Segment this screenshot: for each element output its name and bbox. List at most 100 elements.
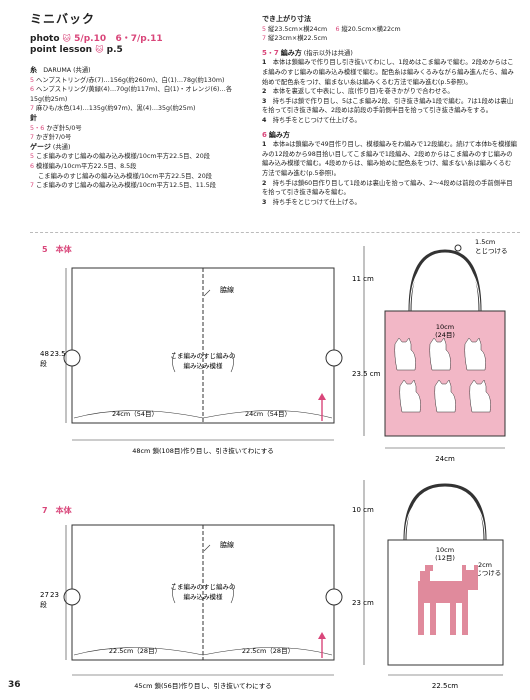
- diagram5-height-outer: 48: [40, 350, 49, 358]
- needle-heading: 針: [30, 113, 37, 122]
- bag5-attach-mark: [454, 244, 462, 252]
- step-num: 3: [262, 198, 267, 206]
- step-num: 4: [262, 116, 267, 124]
- arrow-up-icon: [318, 393, 326, 400]
- step-text: 持ち手をとじつけて仕上げる。: [272, 198, 361, 206]
- step-text: 本体aは鎖編みで49目作り目し、模様編みをわ編みで12段編む。続けて本体bを模様…: [262, 141, 517, 177]
- size-num: 5: [262, 25, 267, 33]
- method-6-heading: 編み方: [268, 130, 290, 139]
- step-num: 1: [262, 141, 267, 149]
- cat-icon: [429, 337, 451, 371]
- step-num: 2: [262, 88, 267, 96]
- bag5-body-height: 23.5 cm: [352, 370, 381, 378]
- bag5-attach-note-1: 1.5cm: [475, 238, 495, 246]
- bag7-handle-inner: [404, 491, 486, 541]
- cat-icon: [430, 603, 436, 635]
- diagram5-pattern-text: こま編みのすじ編みの: [171, 351, 236, 360]
- diagram7-svg: 脇線 こま編みのすじ編みの 編み込み模様 27 23 段 22.5cm（28目）…: [40, 524, 343, 690]
- bag5-handle-width: 10cm: [436, 323, 454, 331]
- bag7-attach-note-2: とじつける: [469, 569, 502, 577]
- lesson-reference: point lesson 🐱 p.5: [30, 45, 123, 55]
- yarn-line-num: 6: [30, 86, 35, 94]
- yarn-line-num: 5: [30, 76, 35, 84]
- diagram5-body: [71, 267, 335, 424]
- step-num: 2: [262, 179, 267, 187]
- cat-icon: [418, 581, 468, 603]
- cat-icon: [399, 379, 421, 413]
- arrow-up-icon: [318, 632, 326, 639]
- size-num: 6: [335, 25, 340, 33]
- yarn-brand: DARUMA (共通): [43, 67, 91, 74]
- needle-line-num: 5・6: [30, 124, 45, 132]
- diagram7-bottom-left: 22.5cm（28目）: [109, 647, 161, 655]
- bag7-width: 22.5cm: [432, 682, 458, 690]
- diagram7-label: 本体: [55, 506, 72, 515]
- diagram5-svg: 脇線 こま編みのすじ編みの 編み込み模様 48 23.5 段 24cm（54目）…: [40, 267, 343, 455]
- section-divider: [30, 232, 520, 233]
- diagram7-pattern-text: こま編みのすじ編みの: [171, 582, 236, 591]
- gauge-common: (共通): [52, 143, 71, 151]
- bag5-handle-stitches: (24目): [435, 331, 455, 339]
- gauge-line: こま編みのすじ編みの編み込み模様/10cm平方12.5目、11.5段: [36, 182, 217, 190]
- diagram5-side-line-label: 脇線: [220, 285, 234, 294]
- cat-icon: [394, 337, 416, 371]
- photo-reference: photo 🐱 5/p.10 6・7/p.11: [30, 31, 163, 44]
- diagram7-bottom-curve: [73, 647, 333, 656]
- step-text: 持ち手をとじつけて仕上げる。: [272, 116, 361, 124]
- method-57-note: (指示以外は共通): [303, 49, 353, 57]
- cat-motifs: [394, 337, 491, 413]
- diagram5-height-unit: 段: [40, 359, 47, 368]
- bag5-attach-note-2: とじつける: [475, 247, 508, 255]
- yarn-line: ヘンプストリング/赤(7)…156g(約260m)、白(1)…78g(約130m…: [36, 76, 225, 84]
- diagram7-bottom-right: 22.5cm（28目）: [242, 647, 294, 655]
- diagram5-handle-mark: [325, 349, 343, 367]
- gauge-line-num: 6: [30, 162, 35, 170]
- needle-line: かぎ針5/0号: [46, 124, 82, 132]
- bag5-handle-height: 11 cm: [352, 275, 374, 283]
- cat-icon: [464, 337, 486, 371]
- diagram7-section-label: 7 本体: [42, 505, 72, 516]
- diagram7-handle-mark: [63, 588, 81, 606]
- method-6-num: 6: [262, 130, 267, 139]
- photo-ref-67: 6・7/p.11: [115, 34, 163, 44]
- diagram7-side-line-label: 脇線: [220, 540, 234, 549]
- bag5-handle-inner: [409, 257, 481, 312]
- gauge-heading: ゲージ: [30, 142, 51, 151]
- cat-icon: [462, 603, 468, 635]
- needle-line: かぎ針7/0号: [36, 134, 72, 142]
- diagram7-bracket: [172, 582, 176, 604]
- step-num: 3: [262, 97, 267, 105]
- photo-label: photo: [30, 34, 60, 44]
- diagram5-height-inner: 23.5: [50, 350, 66, 358]
- diagram5-section-label: 5 本体: [42, 244, 72, 255]
- cat-icon: [425, 565, 433, 571]
- diagram7-caption: 45cm 鎖(56目)作り目し、引き抜いてわにする: [134, 681, 271, 690]
- lesson-ref: p.5: [106, 45, 123, 55]
- instructions-section: でき上がり寸法 5 縦23.5cm×横24cm 6 縦20.5cm×横22cm …: [262, 15, 517, 207]
- diagram5-bracket: [172, 351, 176, 373]
- diagram5-bottom-left: 24cm（54目）: [112, 410, 158, 418]
- lesson-label: point lesson: [30, 45, 93, 55]
- cat-icon: 🐱: [95, 45, 104, 54]
- diagram5-bracket: [230, 351, 234, 373]
- photo-ref-5: 5/p.10: [74, 34, 107, 44]
- diagram5-caption: 48cm 鎖(108目)作り目し、引き抜いてわにする: [132, 446, 274, 455]
- bag7-handle-width: 10cm: [436, 546, 454, 554]
- step-text: 持ち手は鎖60目作り目して1段めは裏山を拾って編み、2〜4段めは前段の手前側半目…: [262, 179, 513, 197]
- cat-icon: [462, 570, 478, 590]
- cat-icon: [434, 379, 456, 413]
- diagram5-pointer: [203, 289, 211, 297]
- page-title: ミニバック: [30, 12, 96, 26]
- method-57-num: 5・7: [262, 48, 279, 57]
- bag7-handle-stitches: (12目): [435, 554, 455, 562]
- gauge-line: 模様編み/10cm平方22.5目、8.5段: [36, 162, 137, 170]
- gauge-line-num: 7: [30, 182, 35, 190]
- cat-icon: [420, 571, 430, 581]
- diagram5-bottom-curve: [73, 410, 333, 419]
- cat-icon: [474, 565, 478, 571]
- step-num: 1: [262, 59, 267, 67]
- yarn-line: 麻ひも/水色(14)…135g(約97m)、黒(4)…35g(約25m): [36, 105, 196, 113]
- cat-motif-pixel: [418, 565, 478, 635]
- bag7-attach-note-1: 2cm: [478, 561, 492, 569]
- size-num: 7: [262, 35, 267, 43]
